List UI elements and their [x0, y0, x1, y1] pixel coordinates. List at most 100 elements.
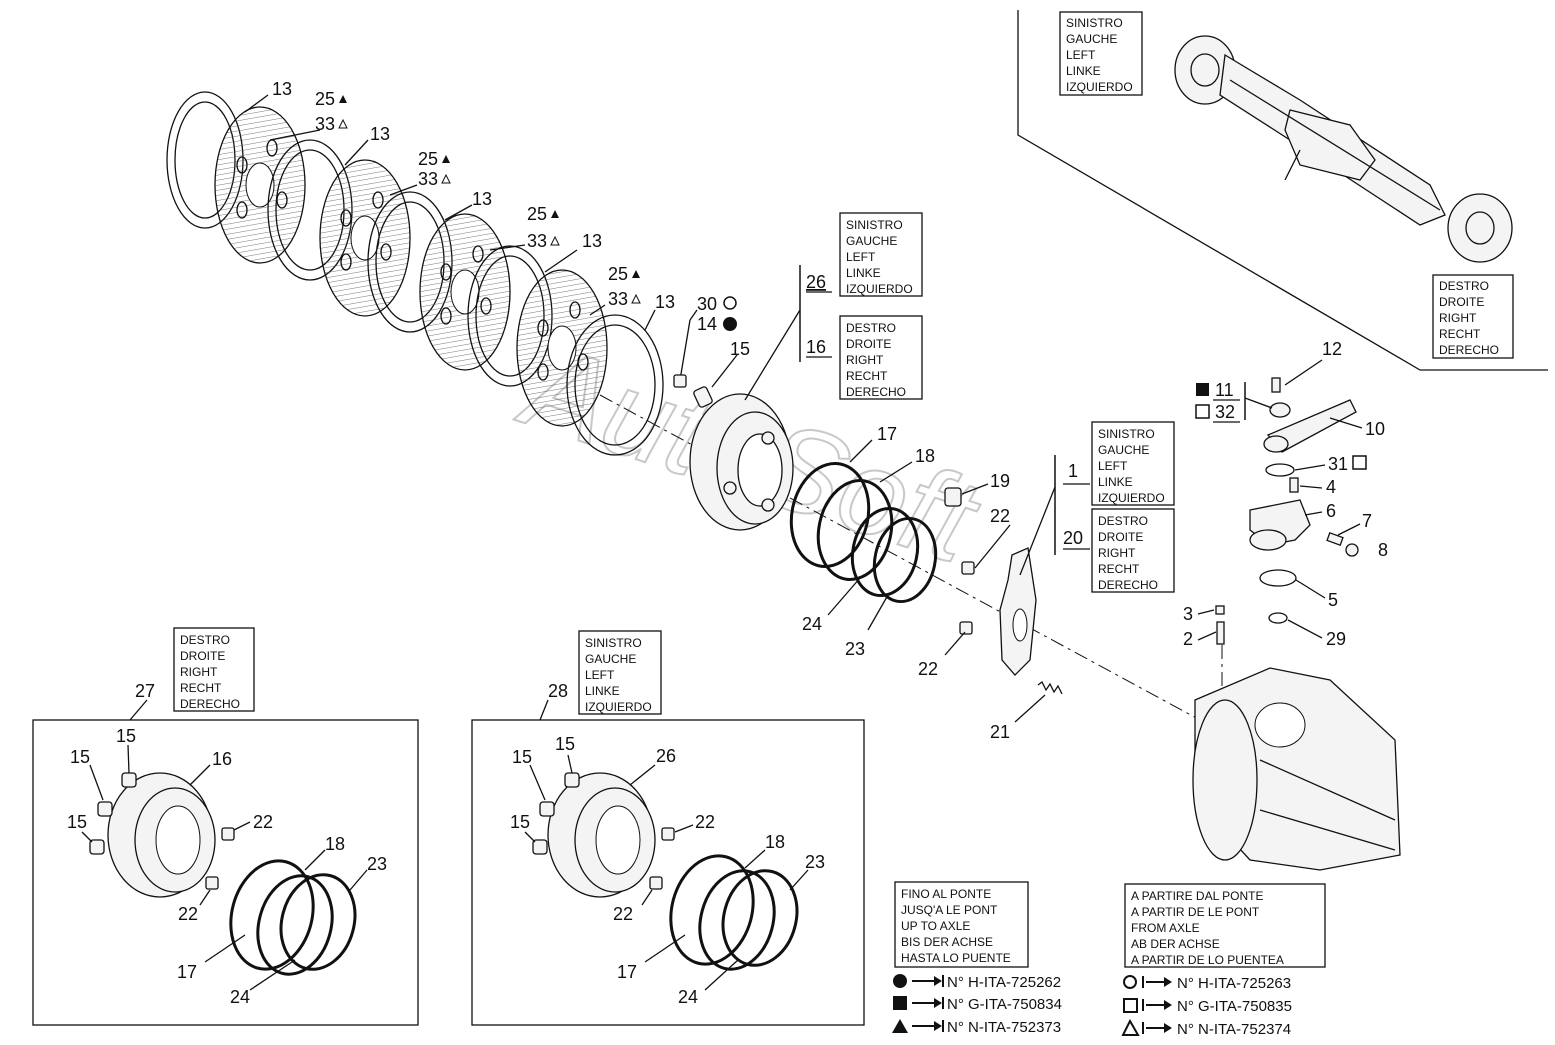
side-label: IZQUIERDO [1066, 80, 1133, 94]
callout-33: 33 [608, 289, 628, 309]
filled-triangle-icon [551, 210, 559, 218]
legend-line: A PARTIR DE LE PONT [1131, 905, 1260, 919]
callout-21: 21 [990, 722, 1010, 742]
side-label: RECHT [846, 369, 888, 383]
side-label: LINKE [1098, 475, 1133, 489]
callout-12: 12 [1322, 339, 1342, 359]
callout-33: 33 [315, 114, 335, 134]
callout-10: 10 [1365, 419, 1385, 439]
filled-square-icon [1196, 383, 1209, 396]
bar-arrow-icon [1142, 999, 1172, 1011]
side-label: RECHT [1098, 562, 1140, 576]
callout-25: 25 [527, 204, 547, 224]
side-label: DESTRO [1439, 279, 1489, 293]
side-label: SINISTRO [1098, 427, 1155, 441]
seal-ring [789, 462, 871, 568]
callout-18: 18 [765, 832, 785, 852]
leader-lines [81, 94, 1363, 991]
callout-20: 20 [1063, 528, 1083, 548]
pin-7 [1326, 532, 1344, 546]
side-label: LEFT [585, 668, 615, 682]
steel-plate [566, 314, 664, 456]
callout-1: 1 [1068, 461, 1078, 481]
callout-16: 16 [806, 337, 826, 357]
side-label: LINKE [846, 266, 881, 280]
serial-number: N° H-ITA-725263 [1177, 975, 1291, 992]
callout-15: 15 [555, 734, 575, 754]
side-label: LEFT [1098, 459, 1128, 473]
callout-30: 30 [697, 294, 717, 314]
serial-number: N° N-ITA-752373 [947, 1019, 1061, 1036]
side-box-right-27: DESTRO DROITE RIGHT RECHT DERECHO [173, 627, 255, 712]
side-box-left-top: SINISTRO GAUCHE LEFT LINKE IZQUIERDO [1059, 11, 1143, 96]
callout-22: 22 [613, 904, 633, 924]
callout-15: 15 [730, 339, 750, 359]
callout-26: 26 [656, 746, 676, 766]
legend-line: FINO AL PONTE [901, 887, 991, 901]
open-triangle-icon [1121, 1018, 1140, 1036]
callout-24: 24 [678, 987, 698, 1007]
filled-circle-icon [723, 317, 737, 331]
screw-12 [1271, 377, 1281, 393]
callout-25: 25 [315, 89, 335, 109]
callout-7: 7 [1362, 511, 1372, 531]
legend-from-axle: A PARTIRE DAL PONTE A PARTIR DE LE PONT … [1121, 883, 1326, 1038]
legend-line: BIS DER ACHSE [901, 935, 993, 949]
side-label: DROITE [1439, 295, 1484, 309]
side-label: RIGHT [846, 353, 884, 367]
callout-2: 2 [1183, 629, 1193, 649]
bolt-30-14 [673, 319, 691, 388]
callout-22: 22 [178, 904, 198, 924]
side-label: SINISTRO [846, 218, 903, 232]
side-box-right-16: DESTRO DROITE RIGHT RECHT DERECHO [839, 315, 923, 400]
bar-arrow-icon [1142, 1022, 1172, 1034]
legend-line: JUSQ'A LE PONT [901, 903, 998, 917]
side-label: GAUCHE [585, 652, 636, 666]
screw-22-lower [959, 621, 973, 635]
callout-23: 23 [845, 639, 865, 659]
callout-25: 25 [608, 264, 628, 284]
callout-11: 11 [1215, 380, 1234, 400]
open-triangle-icon [631, 293, 641, 304]
side-label: RIGHT [1439, 311, 1477, 325]
callout-17: 17 [877, 424, 897, 444]
open-triangle-icon [550, 235, 560, 246]
side-box-left-28: SINISTRO GAUCHE LEFT LINKE IZQUIERDO [578, 630, 662, 715]
oring-5 [1259, 569, 1297, 587]
side-label: IZQUIERDO [846, 282, 913, 296]
pin-15 [693, 386, 713, 408]
side-label: IZQUIERDO [585, 700, 652, 714]
serial-number: N° H-ITA-725262 [947, 974, 1061, 991]
inset-frame-28 [471, 719, 865, 1026]
side-label: IZQUIERDO [1098, 491, 1165, 505]
serial-number: N° G-ITA-750835 [1177, 998, 1292, 1015]
legend-line: FROM AXLE [1131, 921, 1200, 935]
oring-31 [1265, 463, 1295, 477]
cap-3 [1215, 605, 1225, 615]
screw-2 [1216, 621, 1225, 645]
callout-15: 15 [510, 812, 530, 832]
side-label: DERECHO [1098, 578, 1158, 592]
callout-13: 13 [472, 189, 492, 209]
open-triangle-icon [338, 118, 348, 129]
callout-15: 15 [116, 726, 136, 746]
legend-line: UP TO AXLE [901, 919, 970, 933]
axle-overview-inset [1017, 10, 1548, 371]
axle-overview-drawing [1174, 35, 1513, 263]
legend-line: A PARTIRE DAL PONTE [1131, 889, 1263, 903]
callout-6: 6 [1326, 501, 1336, 521]
side-label: RIGHT [180, 665, 218, 679]
callout-27: 27 [135, 681, 155, 701]
side-label: DESTRO [180, 633, 230, 647]
callout-32: 32 [1215, 402, 1235, 422]
callout-13: 13 [370, 124, 390, 144]
open-square-icon [1123, 998, 1138, 1013]
callout-13: 13 [272, 79, 292, 99]
side-label: GAUCHE [846, 234, 897, 248]
open-circle-icon [723, 296, 737, 310]
callout-18: 18 [915, 446, 935, 466]
legend-line: AB DER ACHSE [1131, 937, 1220, 951]
callout-labels: 13 25 33 13 25 33 13 25 33 13 25 33 13 3… [67, 79, 1388, 1007]
callout-17: 17 [177, 962, 197, 982]
